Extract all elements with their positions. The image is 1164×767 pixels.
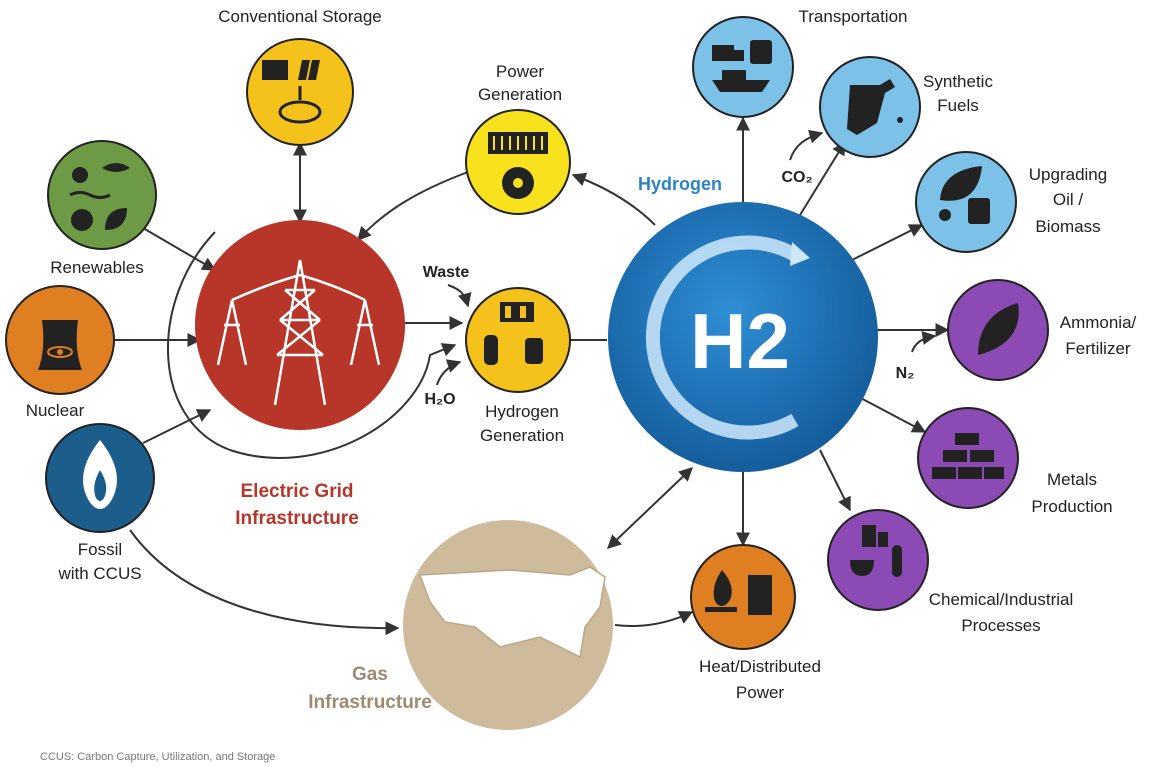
ammonia-label-line1: Ammonia/	[1060, 313, 1137, 332]
co2-label: CO₂	[781, 169, 812, 186]
footnote: CCUS: Carbon Capture, Utilization, and S…	[40, 751, 275, 763]
upgrading-label-line1: Upgrading	[1029, 165, 1107, 184]
fossil-label-line1: Fossil	[78, 540, 122, 559]
ammonia-label-line2: Fertilizer	[1065, 339, 1131, 358]
fuel-nozzle-icon	[847, 79, 903, 135]
upgrading-node	[915, 151, 1017, 253]
metals-node	[917, 407, 1019, 509]
hydrogen-generation-label-line1: Hydrogen	[485, 402, 559, 421]
transportation-node	[692, 16, 794, 118]
electric-grid-label-line1: Electric Grid	[241, 481, 354, 502]
upgrading-label-line3: Biomass	[1035, 217, 1100, 236]
fossil-label-line2: with CCUS	[57, 564, 141, 583]
chemical-node	[827, 509, 929, 611]
conventional-storage-label: Conventional Storage	[218, 7, 382, 26]
nuclear-icon	[38, 320, 82, 370]
connector-arrows	[115, 116, 950, 636]
leaf-icon	[978, 303, 1019, 355]
metals-label-line1: Metals	[1047, 470, 1097, 489]
storage-icon	[262, 60, 322, 124]
gas-label-line2: Infrastructure	[308, 692, 432, 713]
metal-ingots-icon	[932, 433, 1004, 479]
fossil-node	[45, 423, 155, 533]
chemical-label-line2: Processes	[961, 616, 1040, 635]
h2-logo: H2	[690, 297, 790, 385]
hydrogen-swirl	[645, 235, 799, 440]
nuclear-node	[5, 285, 115, 395]
power-generation-node	[465, 109, 571, 215]
us-map-icon	[418, 566, 606, 659]
upgrading-label-line2: Oil /	[1053, 190, 1084, 209]
metals-label-line2: Production	[1031, 497, 1112, 516]
synthetic-fuels-label-line2: Fuels	[937, 96, 979, 115]
electrolyzer-icon	[484, 302, 543, 365]
heat-building-icon	[705, 570, 772, 615]
hydrogen-hub-node: H2	[608, 202, 878, 472]
n2-label: N₂	[896, 365, 915, 382]
ammonia-node	[947, 279, 1049, 381]
electric-grid-label-line2: Infrastructure	[235, 508, 359, 529]
oil-biomass-icon	[939, 166, 990, 224]
turbine-icon	[488, 132, 548, 199]
hydrogen-generation-label-line2: Generation	[480, 426, 564, 445]
heat-label-line2: Power	[736, 683, 785, 702]
chemical-icon	[850, 525, 902, 577]
power-generation-label-line2: Generation	[478, 85, 562, 104]
hydrogen-generation-node	[465, 287, 571, 393]
transportation-icon	[712, 40, 772, 92]
transportation-label: Transportation	[799, 7, 908, 26]
renewables-node	[47, 140, 157, 250]
gas-label-line1: Gas	[352, 664, 388, 685]
transmission-tower-icon	[216, 259, 381, 406]
gas-infrastructure-node	[403, 520, 613, 730]
renewables-icon	[69, 163, 130, 231]
synthetic-fuels-node	[819, 56, 921, 158]
waste-label: Waste	[423, 264, 470, 281]
conventional-storage-node	[246, 38, 354, 146]
nuclear-label: Nuclear	[26, 401, 85, 420]
chemical-label-line1: Chemical/Industrial	[929, 590, 1074, 609]
power-generation-label-line1: Power	[496, 62, 545, 81]
electric-grid-node	[195, 220, 405, 430]
heat-label-line1: Heat/Distributed	[699, 657, 821, 676]
flame-icon	[83, 440, 117, 509]
renewables-label: Renewables	[50, 258, 144, 277]
synthetic-fuels-label-line1: Synthetic	[923, 72, 993, 91]
h2o-label: H₂O	[424, 391, 455, 408]
hydrogen-title: Hydrogen	[638, 174, 722, 194]
heat-node	[690, 544, 796, 650]
